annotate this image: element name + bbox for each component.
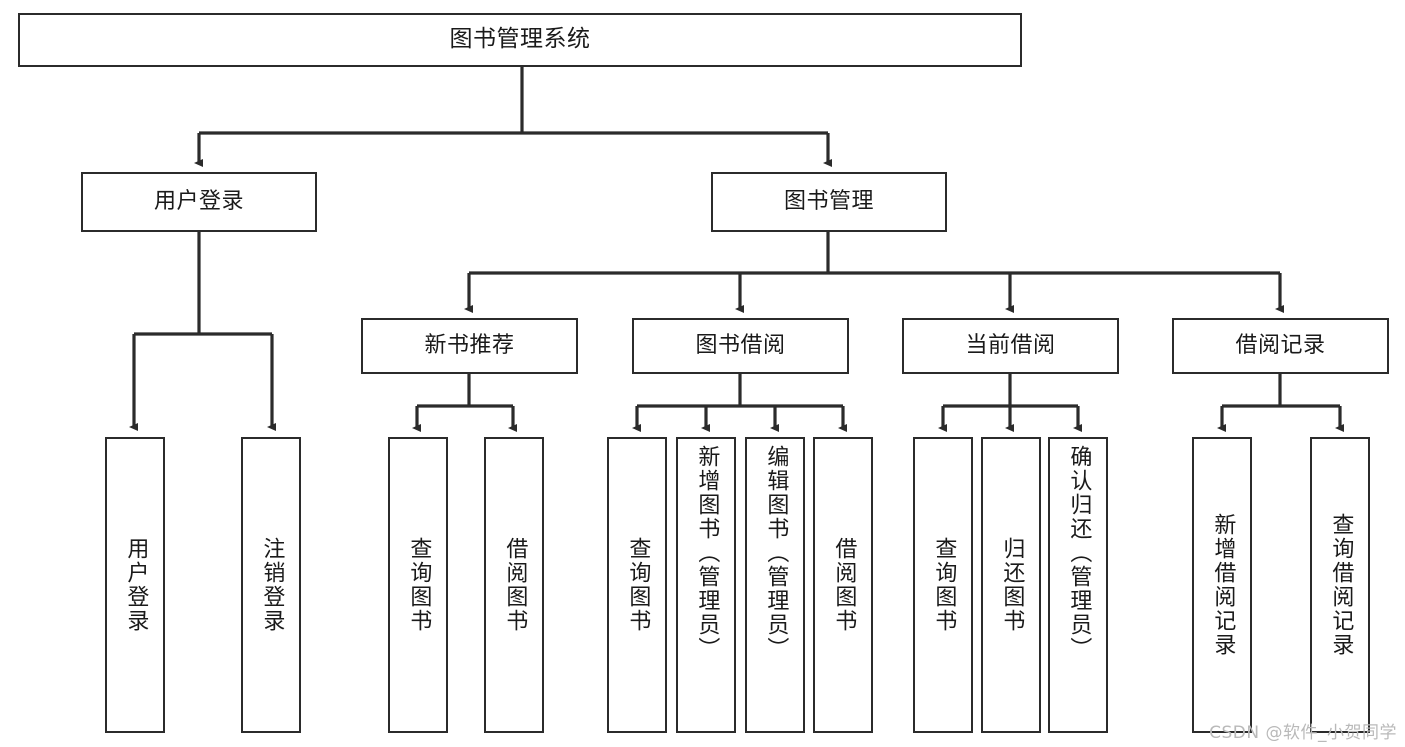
- node-current-borrow[interactable]: 当前借阅: [902, 318, 1119, 374]
- watermark: CSDN @软件_小贺同学: [1209, 723, 1397, 743]
- leaf-borrow-book-newrec[interactable]: 借阅图书: [484, 437, 544, 733]
- leaf-add-book-admin[interactable]: 新增图书（管理员）: [676, 437, 736, 733]
- leaf-logout-label: 注销登录: [259, 537, 285, 633]
- leaf-edit-book-admin-label: 编辑图书（管理员）: [763, 445, 789, 661]
- leaf-borrow-book-wrap: 借阅图书: [815, 439, 871, 731]
- leaf-query-book-newrec[interactable]: 查询图书: [388, 437, 448, 733]
- leaf-user-login-label: 用户登录: [123, 537, 149, 633]
- leaf-add-borrow-record-label: 新增借阅记录: [1210, 513, 1236, 657]
- leaf-borrow-book-newrec-wrap: 借阅图书: [486, 439, 542, 731]
- leaf-borrow-book[interactable]: 借阅图书: [813, 437, 873, 733]
- node-root-label: 图书管理系统: [449, 26, 591, 53]
- leaf-query-book-current-label: 查询图书: [931, 537, 957, 633]
- leaf-edit-book-admin[interactable]: 编辑图书（管理员）: [745, 437, 805, 733]
- leaf-logout[interactable]: 注销登录: [241, 437, 301, 733]
- leaf-return-book-label: 归还图书: [999, 537, 1025, 633]
- leaf-edit-book-admin-wrap: 编辑图书（管理员）: [747, 439, 803, 731]
- leaf-confirm-return-admin-wrap: 确认归还（管理员）: [1050, 439, 1106, 731]
- node-user-login[interactable]: 用户登录: [81, 172, 317, 232]
- node-new-book-recommend-label: 新书推荐: [424, 332, 515, 358]
- node-user-login-label: 用户登录: [153, 188, 244, 214]
- leaf-add-book-admin-wrap: 新增图书（管理员）: [678, 439, 734, 731]
- node-borrow-record-label: 借阅记录: [1235, 332, 1326, 358]
- leaf-query-borrow-record[interactable]: 查询借阅记录: [1310, 437, 1370, 733]
- leaf-return-book[interactable]: 归还图书: [981, 437, 1041, 733]
- leaf-add-book-admin-label: 新增图书（管理员）: [694, 445, 720, 661]
- leaf-query-book-current-wrap: 查询图书: [915, 439, 971, 731]
- leaf-query-book-current[interactable]: 查询图书: [913, 437, 973, 733]
- leaf-user-login[interactable]: 用户登录: [105, 437, 165, 733]
- node-book-manage-label: 图书管理: [783, 188, 874, 214]
- leaf-add-borrow-record-wrap: 新增借阅记录: [1194, 439, 1250, 731]
- leaf-confirm-return-admin[interactable]: 确认归还（管理员）: [1048, 437, 1108, 733]
- leaf-borrow-book-label: 借阅图书: [831, 537, 857, 633]
- leaf-query-book-borrow[interactable]: 查询图书: [607, 437, 667, 733]
- leaf-query-borrow-record-label: 查询借阅记录: [1328, 513, 1354, 657]
- leaf-confirm-return-admin-label: 确认归还（管理员）: [1066, 445, 1092, 661]
- leaf-query-book-borrow-wrap: 查询图书: [609, 439, 665, 731]
- leaf-add-borrow-record[interactable]: 新增借阅记录: [1192, 437, 1252, 733]
- leaf-query-book-newrec-wrap: 查询图书: [390, 439, 446, 731]
- leaf-borrow-book-newrec-label: 借阅图书: [502, 537, 528, 633]
- leaf-return-book-wrap: 归还图书: [983, 439, 1039, 731]
- node-book-borrow[interactable]: 图书借阅: [632, 318, 849, 374]
- leaf-query-borrow-record-wrap: 查询借阅记录: [1312, 439, 1368, 731]
- node-book-borrow-label: 图书借阅: [695, 332, 786, 358]
- leaf-logout-wrap: 注销登录: [243, 439, 299, 731]
- leaf-query-book-newrec-label: 查询图书: [406, 537, 432, 633]
- node-new-book-recommend[interactable]: 新书推荐: [361, 318, 578, 374]
- leaf-query-book-borrow-label: 查询图书: [625, 537, 651, 633]
- node-current-borrow-label: 当前借阅: [965, 332, 1056, 358]
- leaf-user-login-wrap: 用户登录: [107, 439, 163, 731]
- node-root[interactable]: 图书管理系统: [18, 13, 1022, 67]
- node-borrow-record[interactable]: 借阅记录: [1172, 318, 1389, 374]
- node-book-manage[interactable]: 图书管理: [711, 172, 947, 232]
